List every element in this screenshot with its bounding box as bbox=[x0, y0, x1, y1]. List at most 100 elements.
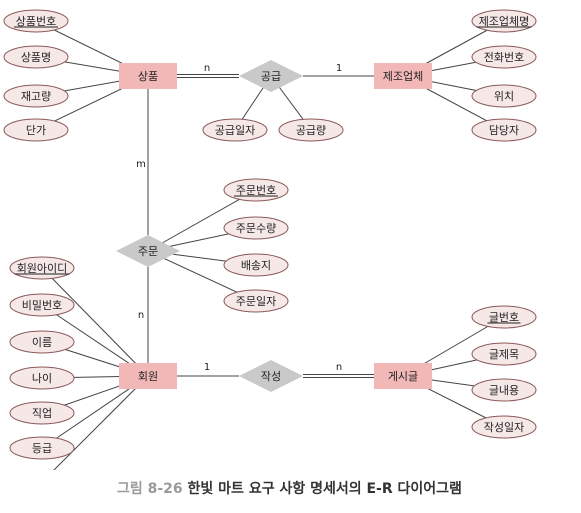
attribute-shape bbox=[278, 118, 344, 142]
relationship-label: 주문 bbox=[138, 245, 158, 258]
cardinality-product-supply: n bbox=[204, 63, 210, 74]
attribute-shape bbox=[223, 216, 289, 240]
cardinality-member-write: 1 bbox=[204, 362, 210, 373]
attribute-location: 위치 bbox=[471, 84, 537, 108]
attribute-shape bbox=[9, 436, 75, 460]
attribute-label: 글내용 bbox=[489, 384, 519, 397]
attribute-post-no: 글번호 bbox=[471, 305, 537, 329]
attribute-supply-qty: 공급량 bbox=[278, 118, 344, 142]
attribute-label: 제조업체명 bbox=[479, 15, 530, 28]
entity-shape bbox=[374, 63, 432, 89]
attribute-label: 공급량 bbox=[296, 124, 326, 137]
attribute-label: 회원아이디 bbox=[17, 262, 68, 275]
attribute-label: 나이 bbox=[32, 372, 52, 385]
cardinality-order-member: n bbox=[138, 310, 144, 321]
relationship-label: 작성 bbox=[261, 370, 281, 383]
attribute-shape bbox=[471, 378, 537, 402]
attribute-shape bbox=[3, 118, 69, 142]
cardinality-supply-maker: 1 bbox=[336, 63, 342, 74]
relationship-shape bbox=[116, 235, 180, 267]
attribute-label: 상품명 bbox=[21, 51, 51, 64]
attribute-password: 비밀번호 bbox=[9, 293, 75, 317]
attribute-stock: 재고량 bbox=[3, 84, 69, 108]
attribute-label: 주문일자 bbox=[236, 294, 276, 308]
relationship-supply: 공급 bbox=[239, 60, 303, 92]
connector-order-no bbox=[147, 189, 257, 252]
attribute-order-qty: 주문수량 bbox=[223, 216, 289, 240]
attribute-order-no: 주문번호 bbox=[223, 178, 289, 202]
figure-caption: 그림 8-26 한빛 마트 요구 사항 명세서의 E-R 다이어그램 bbox=[117, 478, 462, 498]
relationship-order: 주문 bbox=[116, 235, 180, 267]
attribute-shape bbox=[471, 342, 537, 366]
attribute-label: 공급일자 bbox=[215, 123, 255, 137]
attribute-unit-price: 단가 bbox=[3, 118, 69, 142]
attribute-label: 비밀번호 bbox=[22, 299, 62, 312]
attribute-label: 단가 bbox=[26, 124, 46, 137]
attribute-shape bbox=[9, 330, 75, 354]
attribute-post-title: 글제목 bbox=[471, 342, 537, 366]
attribute-shape bbox=[471, 84, 537, 108]
entity-shape bbox=[119, 63, 177, 89]
relationship-shape bbox=[239, 60, 303, 92]
entity-shape bbox=[374, 363, 432, 389]
attribute-product-no: 상품번호 bbox=[3, 9, 69, 33]
attribute-maker-name: 제조업체명 bbox=[471, 9, 537, 33]
relationship-label: 공급 bbox=[261, 70, 281, 83]
entity-label: 게시글 bbox=[388, 370, 418, 383]
attribute-shape bbox=[9, 366, 75, 390]
connector-member-id bbox=[41, 267, 149, 377]
attribute-name: 이름 bbox=[9, 330, 75, 354]
attribute-product-name: 상품명 bbox=[3, 45, 69, 69]
attribute-shape bbox=[471, 118, 537, 142]
attribute-shape bbox=[3, 45, 69, 69]
attribute-ship-addr: 배송지 bbox=[223, 253, 289, 277]
attribute-label: 전화번호 bbox=[484, 51, 524, 64]
attribute-label: 위치 bbox=[494, 90, 514, 103]
relationship-write: 작성 bbox=[239, 360, 303, 392]
edge-write-post bbox=[303, 374, 374, 378]
attribute-job: 직업 bbox=[9, 401, 75, 425]
attribute-label: 재고량 bbox=[21, 90, 51, 103]
attribute-label: 등급 bbox=[32, 442, 52, 455]
attribute-label: 상품번호 bbox=[16, 15, 56, 28]
attribute-label: 작성일자 bbox=[484, 420, 524, 434]
attribute-label: 배송지 bbox=[241, 259, 271, 272]
entity-shape bbox=[119, 363, 177, 389]
attribute-age: 나이 bbox=[9, 366, 75, 390]
attribute-order-date: 주문일자 bbox=[223, 289, 289, 313]
attribute-shape bbox=[9, 401, 75, 425]
attribute-label: 글제목 bbox=[489, 348, 519, 361]
attribute-label: 글번호 bbox=[489, 311, 519, 324]
attribute-grade: 등급 bbox=[9, 436, 75, 460]
attribute-manager: 담당자 bbox=[471, 118, 537, 142]
attribute-post-date: 작성일자 bbox=[471, 415, 537, 439]
connector-points bbox=[53, 375, 149, 470]
entity-maker: 제조업체 bbox=[374, 63, 432, 89]
entity-label: 제조업체 bbox=[383, 70, 423, 83]
relationship-shape bbox=[239, 360, 303, 392]
entity-label: 상품 bbox=[138, 70, 158, 83]
caption-number: 그림 8-26 bbox=[117, 481, 183, 497]
attribute-shape bbox=[471, 45, 537, 69]
attribute-shape bbox=[202, 118, 268, 142]
attribute-supply-date: 공급일자 bbox=[202, 118, 268, 142]
attribute-shape bbox=[3, 84, 69, 108]
entity-label: 회원 bbox=[138, 370, 158, 383]
entity-product: 상품 bbox=[119, 63, 177, 89]
attribute-shape bbox=[223, 289, 289, 313]
attribute-label: 직업 bbox=[32, 407, 52, 420]
attribute-member-id: 회원아이디 bbox=[9, 256, 75, 280]
attribute-phone: 전화번호 bbox=[471, 45, 537, 69]
cardinality-write-post: n bbox=[336, 362, 342, 373]
attribute-shape bbox=[223, 253, 289, 277]
attribute-post-content: 글내용 bbox=[471, 378, 537, 402]
entity-post: 게시글 bbox=[374, 363, 432, 389]
attribute-shape bbox=[9, 293, 75, 317]
attribute-label: 주문번호 bbox=[236, 184, 276, 197]
attribute-label: 담당자 bbox=[489, 124, 519, 137]
attribute-shape bbox=[471, 415, 537, 439]
attribute-label: 이름 bbox=[32, 336, 52, 349]
cardinality-product-order: m bbox=[136, 159, 146, 170]
caption-text: 한빛 마트 요구 사항 명세서의 E-R 다이어그램 bbox=[187, 481, 462, 497]
attribute-label: 주문수량 bbox=[236, 222, 276, 235]
